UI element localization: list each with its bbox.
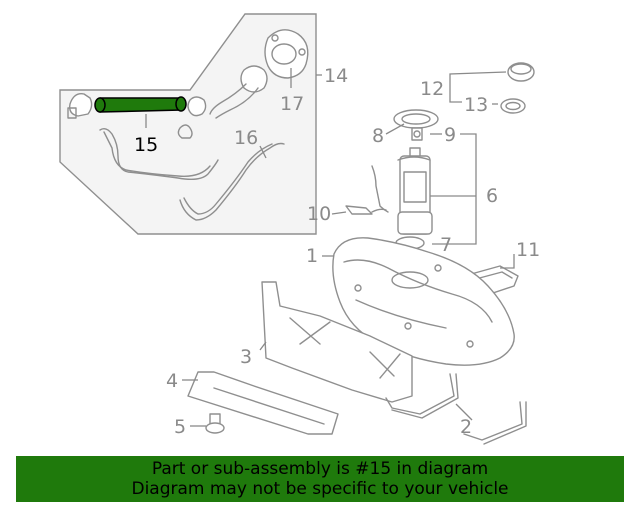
callout-10: 10 — [307, 203, 331, 225]
seal-ring-part-13 — [500, 98, 526, 114]
tank-straps-part-2 — [385, 373, 527, 445]
callout-17: 17 — [280, 93, 304, 115]
sensor-part-10 — [345, 205, 387, 215]
banner-line-disclaimer: Diagram may not be specific to your vehi… — [131, 479, 509, 499]
hose-clamps — [67, 93, 207, 139]
filler-housing-part — [209, 29, 309, 119]
callout-12: 12 — [420, 78, 444, 100]
part-info-banner: Part or sub-assembly is #15 in diagram D… — [16, 456, 624, 502]
leader-lines — [145, 68, 515, 427]
parts-diagram: 14 17 15 16 12 13 8 9 6 10 7 11 1 3 4 5 … — [59, 13, 540, 445]
heat-shield-part-3 — [261, 281, 413, 403]
fill-hose-part-15 — [94, 96, 187, 113]
callout-11: 11 — [516, 239, 540, 261]
callout-5: 5 — [174, 416, 186, 438]
callout-3: 3 — [240, 346, 252, 368]
callout-4: 4 — [166, 370, 178, 392]
callout-14: 14 — [324, 65, 348, 87]
callout-9: 9 — [444, 124, 456, 146]
bolt-part-5 — [205, 413, 225, 434]
callout-8: 8 — [372, 125, 384, 147]
callout-16: 16 — [234, 127, 258, 149]
fuel-tank-part-1 — [332, 237, 515, 366]
callout-7: 7 — [440, 234, 452, 256]
valve-part-9 — [411, 127, 423, 141]
vent-line-part-16 — [179, 142, 285, 221]
banner-line-part-number: Part or sub-assembly is #15 in diagram — [151, 459, 489, 479]
skid-plate-part-4 — [187, 371, 339, 435]
callout-2: 2 — [460, 416, 472, 438]
callout-15: 15 — [134, 134, 158, 156]
fuel-cap-part-12 — [507, 62, 535, 82]
fuel-pump-module-part-6 — [371, 147, 433, 235]
callout-1: 1 — [306, 245, 318, 267]
vent-tube-part — [99, 127, 219, 181]
callout-13: 13 — [464, 94, 488, 116]
callout-6: 6 — [486, 185, 498, 207]
